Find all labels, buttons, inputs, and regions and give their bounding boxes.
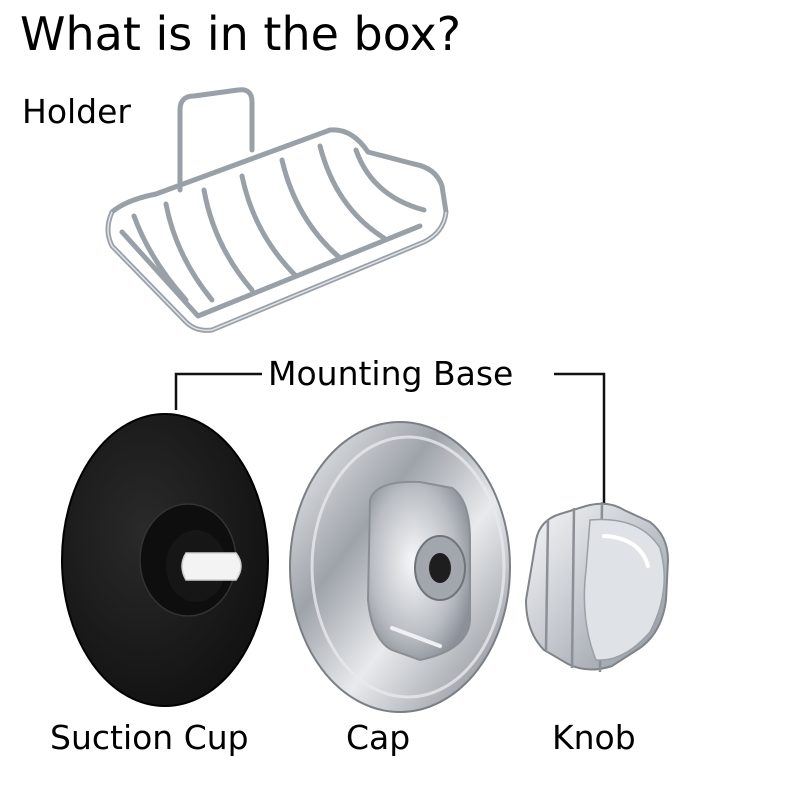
black-suction-cup-icon	[61, 413, 269, 707]
mounting-base-label: Mounting Base	[268, 354, 514, 393]
wire-soap-holder-icon	[105, 87, 449, 333]
suction-cup-label: Suction Cup	[50, 718, 249, 757]
page-title: What is in the box?	[20, 7, 462, 61]
cap-label: Cap	[346, 718, 411, 757]
chrome-knob-icon	[524, 501, 670, 673]
holder-label: Holder	[22, 92, 131, 131]
chrome-cap-icon	[289, 421, 511, 713]
knob-label: Knob	[552, 718, 636, 757]
mounting-base-bracket	[174, 372, 606, 504]
